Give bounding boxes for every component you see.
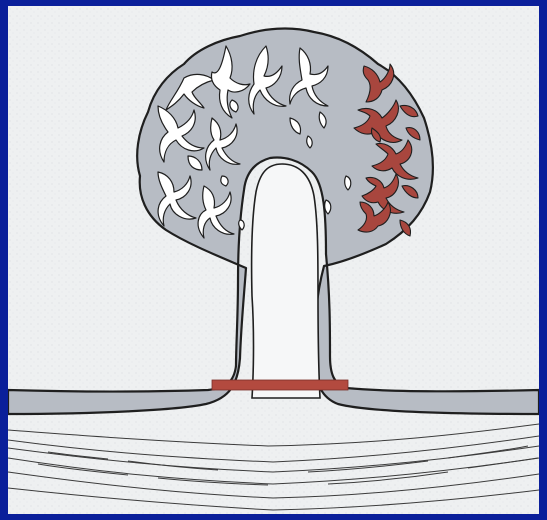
polyp-diagram xyxy=(8,6,539,514)
stalk-marker-bar xyxy=(212,380,348,390)
diagram-panel xyxy=(8,6,539,514)
stalk-lumen xyxy=(252,164,320,398)
